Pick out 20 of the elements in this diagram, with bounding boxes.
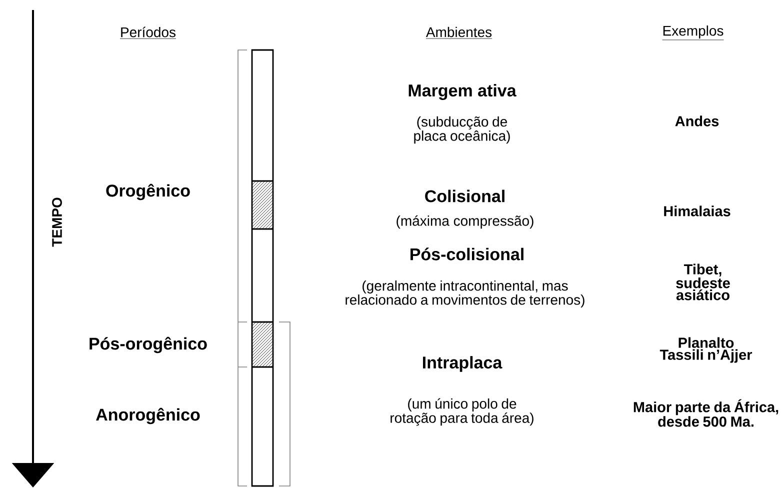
axis-label: TEMPO [52, 198, 62, 247]
example-text: Tibet, sudeste asiático [676, 264, 730, 300]
environment-title: Intraplaca [423, 356, 502, 372]
column-heading: Ambientes [426, 26, 492, 39]
period-label: Pós-orogênico [90, 336, 207, 354]
environment-title: Colisional [425, 190, 504, 202]
column-heading: Exemplos [662, 25, 724, 40]
example-text: Himalaias [664, 206, 730, 216]
environment-title: Margem ativa [408, 84, 516, 100]
period-label: Anorogênico [96, 408, 200, 424]
example-text: Andes [675, 116, 719, 126]
environment-note: (geralmente intracontinental, mas relacionado a movimentos de terrenos) [346, 280, 584, 308]
environment-note: (um único polo de rotação para toda área) [390, 398, 534, 426]
environment-note: (máxima compressão) [396, 215, 534, 229]
column-heading: Períodos [120, 26, 176, 39]
environment-note: (subducção de placa oceânica) [414, 116, 510, 144]
example-text: Planalto Tassili n’Ajjer [660, 337, 752, 363]
environment-title: Pós-colisional [410, 248, 524, 260]
example-text: Maior parte da África, desde 500 Ma. [634, 399, 778, 427]
period-label: Orogênico [106, 184, 190, 200]
